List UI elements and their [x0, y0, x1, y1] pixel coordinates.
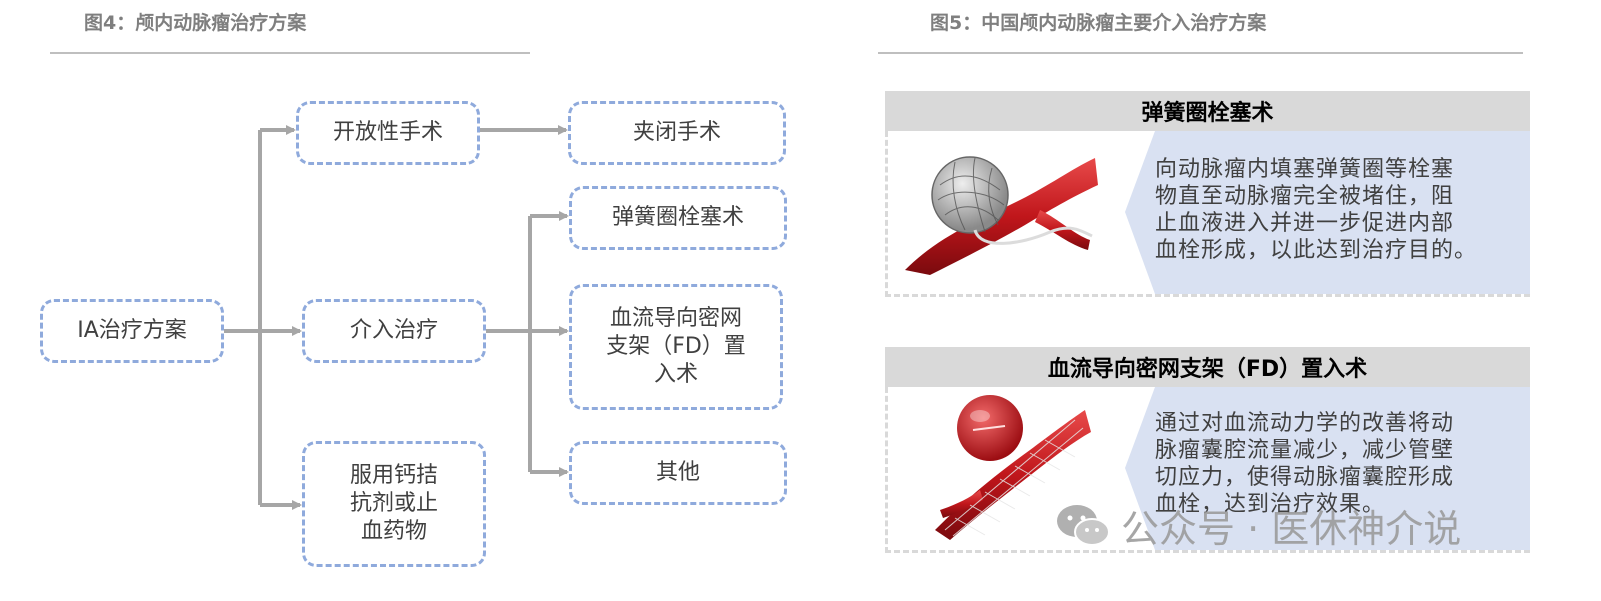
panel1-line: 向动脉瘤内填塞弹簧圈等栓塞: [1155, 157, 1455, 182]
watermark-text: 公众号 · 医休神介说: [1121, 506, 1462, 551]
panel1-line: 止血液进入并进一步促进内部: [1155, 211, 1455, 236]
panel1-description: 向动脉瘤内填塞弹簧圈等栓塞 物直至动脉瘤完全被堵住，阻 止血液进入并进一步促进内…: [1155, 156, 1477, 264]
figure5-title: 图5：中国颅内动脉瘤主要介入治疗方案: [930, 12, 1267, 34]
panel1-line: 物直至动脉瘤完全被堵住，阻: [1155, 184, 1455, 209]
panel2-heading: 血流导向密网支架（FD）置入术: [885, 347, 1530, 387]
coil-embolization-illustration: [905, 156, 1098, 275]
node-flow-diverter: 血流导向密网 支架（FD）置 入术: [569, 284, 783, 410]
node-drug-therapy: 服用钙拮 抗剂或止 血药物: [302, 441, 486, 567]
panel2-desc-background: [1125, 387, 1530, 550]
panel2-line: 切应力，使得动脉瘤囊腔形成: [1155, 465, 1455, 490]
panel2-line: 脉瘤囊腔流量减少，减少管壁: [1155, 438, 1455, 463]
flow-diverter-illustration: [935, 395, 1091, 540]
node-drug-line2: 抗剂或止: [349, 491, 438, 516]
figure4-rule: [50, 52, 530, 54]
figure5-rule: [878, 52, 1523, 54]
wechat-icon: [1057, 505, 1110, 546]
node-drug-line3: 血药物: [360, 519, 427, 544]
node-clipping: 夹闭手术: [568, 101, 786, 165]
node-ia-treatment: IA治疗方案: [40, 299, 224, 363]
panel1-line: 血栓形成，以此达到治疗目的。: [1155, 238, 1478, 263]
panel2-line: 通过对血流动力学的改善将动: [1155, 411, 1455, 436]
panel1-desc-background: [1125, 131, 1530, 294]
node-drug-line1: 服用钙拮: [349, 463, 438, 488]
panel1-heading: 弹簧圈栓塞术: [885, 91, 1530, 131]
watermark: 公众号 · 医休神介说: [1055, 495, 1461, 555]
panel2-description: 通过对血流动力学的改善将动 脉瘤囊腔流量减少，减少管壁 切应力，使得动脉瘤囊腔形…: [1155, 410, 1454, 518]
node-fd-line3: 入术: [653, 362, 698, 387]
figure4-title: 图4：颅内动脉瘤治疗方案: [84, 12, 307, 34]
node-fd-line1: 血流导向密网: [609, 306, 742, 331]
node-fd-line2: 支架（FD）置: [606, 334, 746, 359]
node-other: 其他: [569, 441, 787, 505]
node-coil-embolization: 弹簧圈栓塞术: [569, 186, 787, 250]
panel2-line: 血栓，达到治疗效果。: [1155, 492, 1386, 517]
node-open-surgery: 开放性手术: [296, 101, 480, 165]
node-interventional: 介入治疗: [302, 299, 486, 363]
